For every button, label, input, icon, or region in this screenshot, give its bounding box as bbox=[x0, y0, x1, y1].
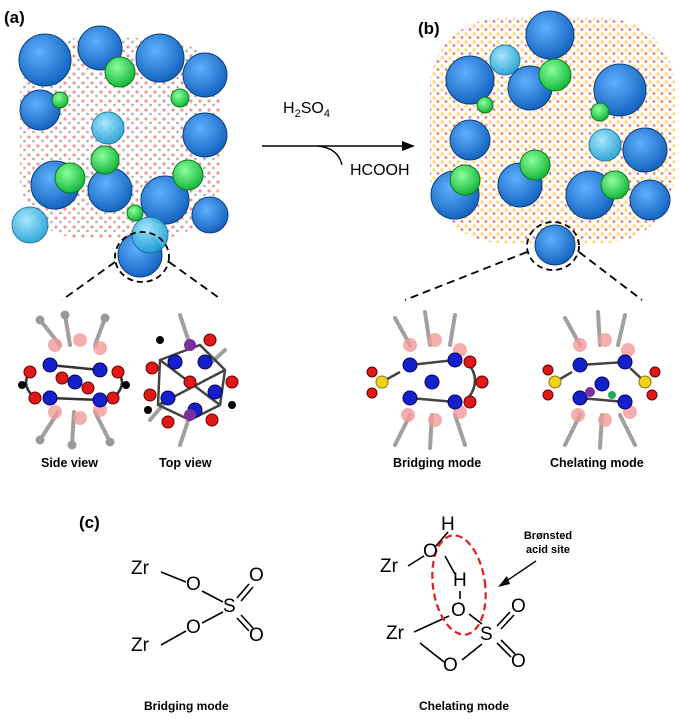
bridging-o-lower-right: O bbox=[249, 625, 264, 646]
chelating-h-acid: H bbox=[453, 570, 467, 591]
panel-label-c: (c) bbox=[79, 513, 100, 532]
bronsted-label-line2: acid site bbox=[525, 544, 571, 556]
bronsted-highlight-ellipse bbox=[431, 534, 487, 636]
reagent-sulfuric-acid: H2SO4 bbox=[283, 100, 330, 121]
bridging-zr-top: Zr bbox=[131, 558, 149, 579]
cluster-side-view bbox=[18, 310, 130, 450]
bronsted-acid-site-label: Brønsted acid site bbox=[512, 529, 584, 557]
chelating-o-upper-right: O bbox=[511, 596, 526, 617]
cluster-bridging-mode bbox=[366, 310, 489, 450]
framework-structure-b bbox=[430, 10, 675, 266]
zoom-line-right-b bbox=[578, 251, 643, 301]
highlight-circle-a bbox=[114, 231, 170, 283]
reaction-arrow bbox=[262, 141, 415, 166]
chelating-h-top: H bbox=[441, 514, 455, 535]
caption-chelating-mode: Chelating mode bbox=[550, 456, 644, 470]
bridging-o-upper-right: O bbox=[249, 565, 264, 586]
chelating-zr-bottom: Zr bbox=[386, 623, 404, 644]
zoom-line-left-b bbox=[404, 251, 528, 301]
caption-chelating-mode-c: Chelating mode bbox=[419, 699, 510, 713]
reagent-formic-acid: HCOOH bbox=[350, 162, 410, 179]
bridging-o-bottom: O bbox=[186, 617, 201, 638]
chelating-zr-top: Zr bbox=[380, 556, 398, 577]
cluster-top-view bbox=[143, 313, 239, 447]
caption-top-view: Top view bbox=[159, 456, 212, 470]
chelating-o-lower-right: O bbox=[511, 651, 526, 672]
chelating-o-bottom: O bbox=[443, 655, 458, 676]
zoom-line-left-a bbox=[61, 261, 116, 301]
framework-structure-a bbox=[11, 25, 229, 278]
bronsted-pointer-arrowhead bbox=[498, 576, 510, 587]
caption-side-view: Side view bbox=[41, 456, 98, 470]
caption-bridging-mode-c: Bridging mode bbox=[144, 699, 229, 713]
bridging-formula-bonds bbox=[160, 571, 254, 646]
zoom-line-right-a bbox=[168, 261, 223, 301]
bronsted-label-line1: Brønsted bbox=[523, 530, 573, 542]
bridging-o-top: O bbox=[186, 574, 201, 595]
cluster-chelating-mode bbox=[542, 310, 661, 450]
bridging-zr-bottom: Zr bbox=[131, 635, 149, 656]
panel-label-a: (a) bbox=[4, 8, 25, 27]
chelating-o-hydroxyl: O bbox=[423, 541, 438, 562]
caption-bridging-mode: Bridging mode bbox=[393, 456, 482, 470]
bridging-s: S bbox=[223, 596, 236, 617]
chelating-formula-bonds bbox=[407, 531, 516, 663]
chelating-o-protonated: O bbox=[451, 600, 466, 621]
panel-label-b: (b) bbox=[418, 19, 440, 38]
highlight-circle-b bbox=[526, 221, 580, 271]
chelating-s: S bbox=[480, 624, 493, 645]
